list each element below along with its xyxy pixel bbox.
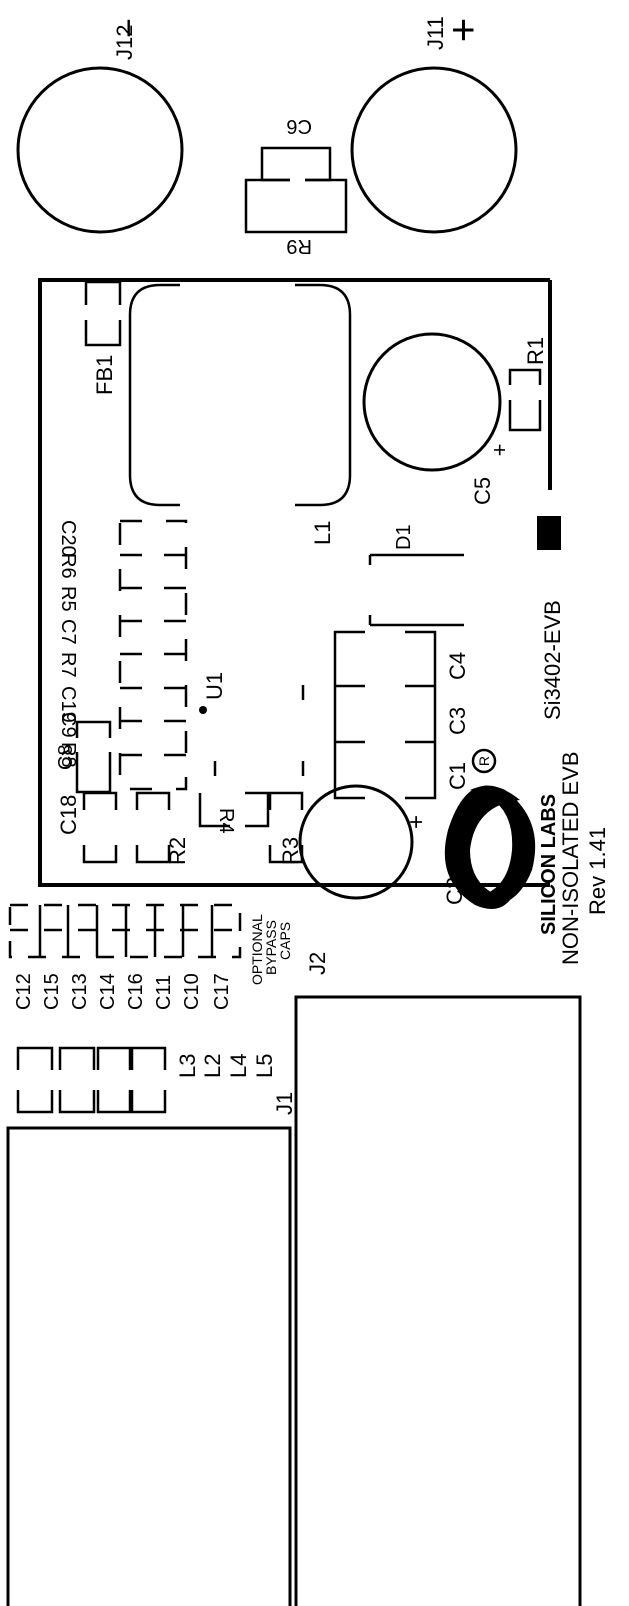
c2-plus: + [403,815,430,829]
small-part-column [118,519,188,791]
connector-j2-outline [294,995,582,1606]
c5-plus: + [487,444,512,457]
board-name: Si3402-EVB [540,600,565,720]
c1-label: C1 [445,762,470,790]
silicon-labs-logo [444,785,536,909]
c4-label: C4 [445,652,470,680]
r7-label: R7 [57,652,79,678]
registered-mark-circle [471,748,497,774]
c6-label: C6 [286,115,312,137]
bypass-cap-c12: C12 [13,973,35,1010]
inductor-l2: L2 [200,1054,225,1078]
bypass-cap-c15: C15 [41,973,63,1010]
c19-label: C19 [57,686,79,723]
bypass-cap-c11: C11 [153,975,175,1010]
c18-label: C18 [56,795,81,835]
j1-label: J1 [272,1092,297,1115]
l1-footprint [128,283,352,507]
r2-label: R2 [165,837,190,865]
j2-label: J2 [305,952,330,975]
pin1-marker [537,516,561,550]
fb1-label: FB1 [92,355,117,395]
c8-label: C8 [55,744,77,770]
c20-label: C20 [57,520,79,557]
connector-j11-label: J11 [423,16,448,50]
connector-j11-outline [350,66,518,234]
bypass-cap-c16: C16 [125,973,147,1010]
l1-label: L1 [310,521,335,545]
inductor-l3: L3 [175,1054,200,1078]
r9-label: R9 [286,235,312,257]
c8-footprint [75,720,112,794]
u1-label: U1 [202,672,227,700]
d1-label: D1 [393,524,415,550]
board-revision: Rev 1.41 [585,827,610,915]
r8-label: R8 [57,742,79,768]
d1-footprint [368,553,464,627]
bypass-caps-footprints [8,903,242,959]
fb1-footprint [84,280,122,347]
c9-label: C9 [57,712,79,738]
r1-footprint [508,368,542,432]
r1-label: R1 [523,337,548,365]
brand-label: SILICON LABS [538,794,560,935]
inductor-footprints [16,1046,167,1114]
c7-label: C7 [57,619,79,645]
r4-footprint [198,791,270,828]
c3-label: C3 [445,707,470,735]
connector-j11-polarity: + [439,18,486,43]
u1-pin1-dot [199,706,207,714]
bypass-note-line3: CAPS [277,922,293,960]
r5-label: R5 [57,586,79,612]
main-board-outline [38,278,550,887]
c1-c3-c4-footprint [333,630,437,800]
r6-label: R6 [57,553,79,579]
connector-j12-label: J12 [112,25,137,60]
inductor-l4: L4 [226,1054,251,1078]
r4-label: R4 [215,808,237,834]
c5-outline [362,332,502,472]
registered-mark: R [476,756,492,766]
board-title: NON-ISOLATED EVB [558,751,583,965]
connector-j1-outline [6,1126,292,1606]
connector-j12-outline [16,66,184,234]
c6-r9-footprint [244,146,348,234]
bypass-cap-c17: C17 [211,973,233,1010]
connector-j12-polarity: − [110,18,148,38]
u1-footprint-marks [213,685,305,776]
bypass-note-line1: OPTIONAL [249,914,265,985]
c18-footprint [82,791,118,864]
bypass-cap-c14: C14 [97,973,119,1010]
c5-label: C5 [470,477,495,505]
bypass-note-line2: BYPASS [263,920,279,975]
bypass-cap-c10: C10 [181,973,203,1010]
c2-outline [298,784,414,900]
bypass-cap-c13: C13 [69,973,91,1010]
r2-footprint [135,791,171,864]
inductor-l5: L5 [252,1054,277,1078]
